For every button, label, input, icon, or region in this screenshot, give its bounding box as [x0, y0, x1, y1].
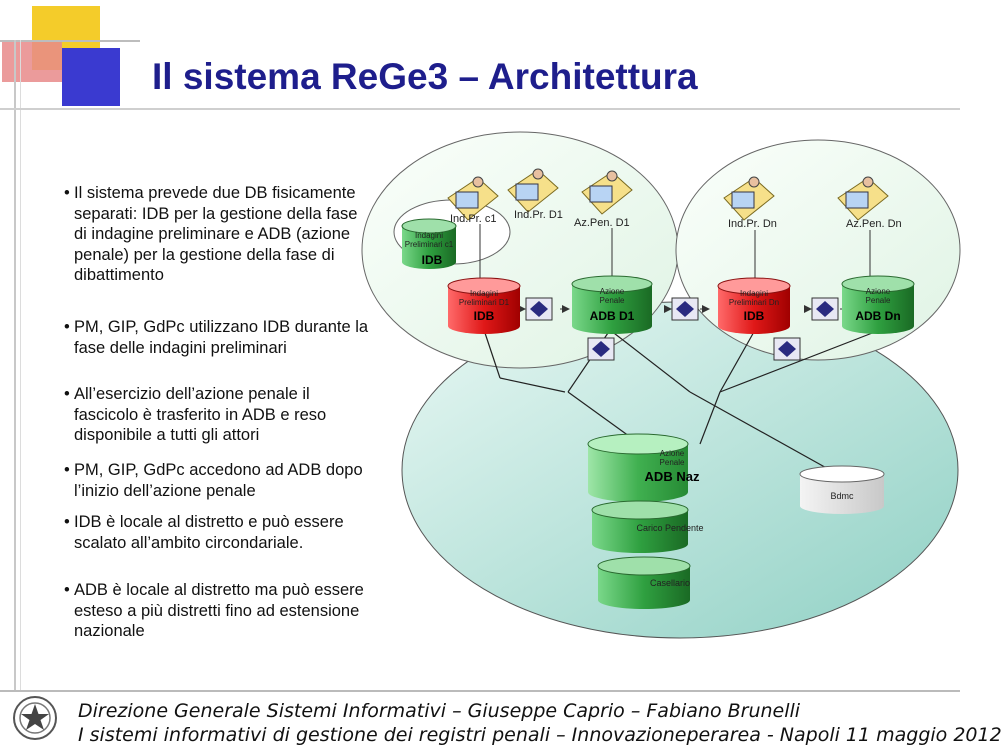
network-icon-2 — [587, 337, 615, 361]
deco-red-block — [2, 40, 62, 82]
footer-divider — [0, 690, 960, 692]
bullet-text-2: PM, GIP, GdPc utilizzano IDB durante la … — [74, 318, 369, 357]
footer-authors: Direzione Generale Sistemi Informativi –… — [78, 700, 801, 722]
bullet-item-6: •ADB è locale al distretto ma può essere… — [64, 581, 364, 640]
bullet-item-3: •All’esercizio dell’azione penale il fas… — [64, 385, 327, 444]
cyl-d1-big: IDB — [474, 309, 495, 323]
cylinder-carico-pendente — [591, 500, 689, 553]
republic-emblem-icon — [13, 696, 57, 740]
bullet-item-1: •Il sistema prevede due DB fisicamente s… — [64, 184, 358, 284]
bullet-text-4: PM, GIP, GdPc accedono ad ADB dopo l’ini… — [74, 461, 363, 500]
network-icon-5 — [773, 337, 801, 361]
label-indpr-c1: Ind.Pr. c1 — [450, 213, 496, 225]
network-icon-4 — [811, 297, 839, 321]
architecture-diagram: Ind.Pr. c1 Ind.Pr. D1 Az.Pen. D1 Ind.Pr.… — [361, 131, 961, 639]
deco-gray-vline2 — [20, 40, 21, 690]
network-icon-1 — [525, 297, 553, 321]
bullet-item-2: •PM, GIP, GdPc utilizzano IDB durante la… — [64, 318, 369, 357]
cyl-casellario-label: Casellario — [650, 578, 690, 588]
deco-blue-block — [62, 48, 120, 106]
label-azpen-dn: Az.Pen. Dn — [846, 218, 902, 230]
network-icon-3 — [671, 297, 699, 321]
bullet-item-5: •IDB è locale al distretto e può essere … — [64, 513, 344, 552]
cylinder-c1 — [401, 218, 457, 269]
user-icon-c1 — [447, 176, 499, 221]
cyl-bdmc-label: Bdmc — [830, 491, 854, 501]
bullet-text-5: IDB è locale al distretto e può essere s… — [74, 513, 344, 552]
cyl-c1-big: IDB — [422, 253, 443, 267]
cylinder-adb-dn — [841, 275, 915, 334]
label-indpr-d1: Ind.Pr. D1 — [514, 209, 563, 221]
deco-gray-vline — [14, 40, 16, 690]
bullet-text-3: All’esercizio dell’azione penale il fasc… — [74, 385, 327, 444]
user-icon-dn — [723, 176, 775, 221]
user-icon-azpen-d1 — [581, 170, 633, 215]
title-underline — [0, 108, 960, 110]
label-azpen-d1: Az.Pen. D1 — [574, 217, 630, 229]
cylinder-casellario — [597, 556, 691, 609]
bullet-item-4: •PM, GIP, GdPc accedono ad ADB dopo l’in… — [64, 461, 363, 500]
user-icon-d1 — [507, 168, 559, 213]
user-icon-azpen-dn — [837, 176, 889, 221]
cyl-adb-d1-big: ADB D1 — [590, 309, 635, 323]
connection-lines — [479, 317, 881, 481]
footer-event: I sistemi informativi di gestione dei re… — [78, 724, 1002, 746]
page-title: Il sistema ReGe3 – Architettura — [152, 56, 698, 97]
cylinder-adb-naz — [587, 433, 689, 502]
cylinder-adb-d1 — [571, 275, 653, 334]
deco-gray-line-top — [0, 40, 140, 42]
cylinder-bdmc — [799, 465, 885, 514]
bullet-text-1: Il sistema prevede due DB fisicamente se… — [74, 184, 358, 284]
bullet-text-6: ADB è locale al distretto ma può essere … — [74, 581, 364, 640]
cyl-adb-dn-big: ADB Dn — [855, 309, 900, 323]
cyl-dn-big: IDB — [744, 309, 765, 323]
cylinder-d1 — [447, 277, 521, 334]
cyl-carico-label: Carico Pendente — [636, 523, 703, 533]
cylinder-dn — [717, 277, 791, 334]
label-indpr-dn: Ind.Pr. Dn — [728, 218, 777, 230]
cyl-naz-big: ADB Naz — [645, 469, 700, 484]
